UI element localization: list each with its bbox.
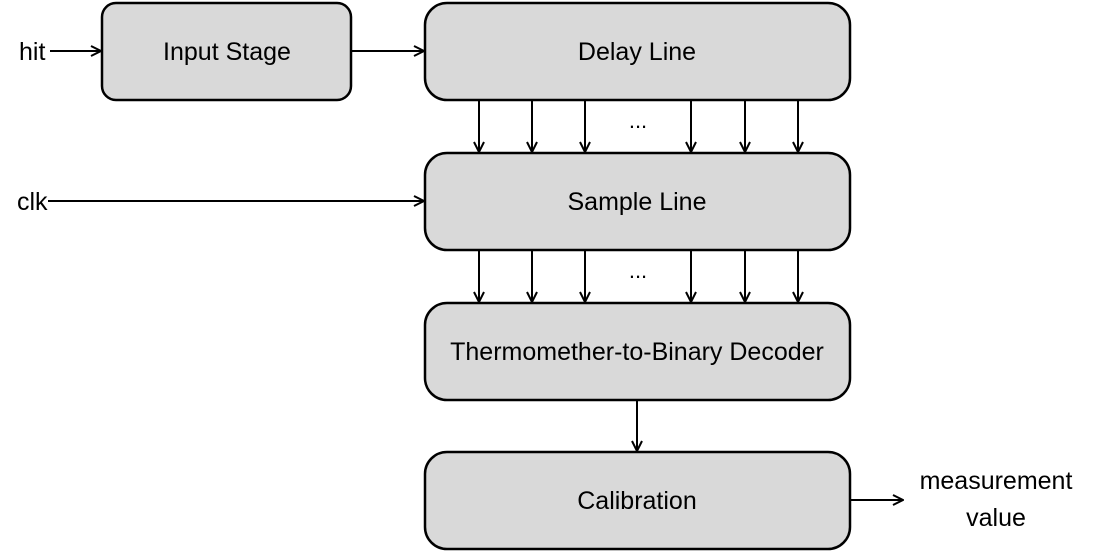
calibration-label: Calibration (577, 487, 697, 515)
clk-label: clk (17, 188, 48, 216)
value-label: value (966, 504, 1026, 532)
measurement-label: measurement (920, 467, 1073, 495)
ellipsis: ... (629, 258, 647, 283)
calibration-block: Calibration (423, 450, 852, 551)
hit-label: hit (19, 38, 45, 66)
decoder-block: Thermomether-to-Binary Decoder (423, 301, 852, 402)
sample-to-decoder-taps: ... (479, 250, 798, 302)
decoder-label: Thermomether-to-Binary Decoder (450, 338, 824, 366)
delay-to-sample-taps: ... (479, 100, 798, 152)
sample-line-label: Sample Line (568, 188, 707, 216)
input-stage-label: Input Stage (163, 38, 291, 66)
input-stage-block: Input Stage (100, 1, 353, 102)
delay-line-block: Delay Line (423, 1, 852, 102)
ellipsis: ... (629, 108, 647, 133)
sample-line-block: Sample Line (423, 151, 852, 252)
delay-line-label: Delay Line (578, 38, 696, 66)
